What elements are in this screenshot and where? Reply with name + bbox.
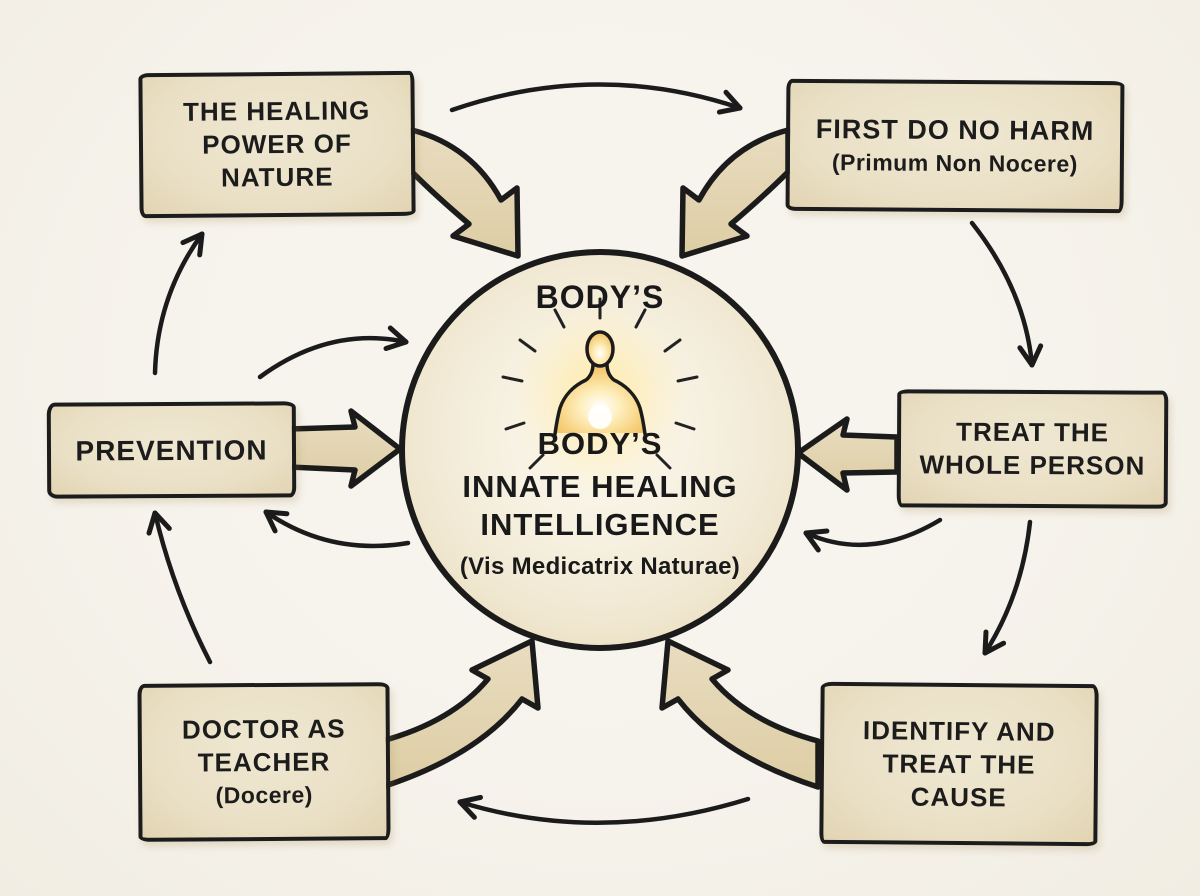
block-arrow-healing-power-to-center <box>409 127 521 259</box>
block-arrow-identify-cause-to-center <box>659 638 821 790</box>
flow-arrow-right-lower-head <box>982 640 1007 656</box>
flow-arrow-inner-left-top-head <box>387 325 409 345</box>
flow-arrow-bottom-head <box>457 794 483 805</box>
flow-arrow-top-head <box>723 89 743 111</box>
flow-arrow-right-upper-head <box>1017 345 1035 368</box>
box-label-line: WHOLE PERSON <box>919 449 1146 481</box>
box-label-line: DOCTOR AS <box>181 713 346 745</box>
block-arrow-doctor-as-teacher-to-center <box>379 638 541 790</box>
flow-arrow-left-lower-head <box>146 510 158 536</box>
flow-arrow-inner-left-top-head <box>383 339 409 351</box>
box-label-line: TREAT THE <box>956 416 1110 448</box>
flow-arrow-left-upper-head <box>197 231 205 258</box>
flow-arrow-right-upper-head <box>1029 343 1044 368</box>
flow-arrow-right-upper <box>969 220 1035 368</box>
center-label-innate-healing: INNATE HEALING <box>462 469 738 504</box>
flow-arrow-left-lower <box>152 510 213 665</box>
principle-box-treat-whole-person: TREAT THE WHOLE PERSON <box>896 389 1169 509</box>
block-arrow-prevention-to-center <box>286 408 403 489</box>
box-label-line: NATURE <box>220 161 334 193</box>
flow-arrow-right-lower <box>982 519 1033 656</box>
flow-arrow-bottom-head <box>457 799 477 820</box>
flow-arrows <box>146 82 1044 825</box>
box-label-line: POWER OF <box>202 128 352 160</box>
center-label-latin: (Vis Medicatrix Naturae) <box>459 553 741 580</box>
flow-arrow-top <box>449 82 743 113</box>
flow-arrow-inner-right-head <box>803 528 830 536</box>
box-label-line: IDENTIFY AND <box>862 714 1056 747</box>
flow-arrow-top-head <box>716 105 743 115</box>
box-label-line: PREVENTION <box>75 433 268 467</box>
flow-arrow-bottom <box>457 796 751 825</box>
block-arrows <box>286 127 900 790</box>
flow-arrow-left-upper <box>152 231 205 376</box>
center-label-intelligence: INTELLIGENCE <box>480 507 720 542</box>
box-label-line: TREAT THE <box>882 747 1036 780</box>
flow-arrow-inner-right-head <box>803 530 821 553</box>
glow-rays <box>501 297 699 470</box>
center-label-bodys: BODY’S <box>537 426 663 461</box>
box-label-line: THE HEALING <box>182 95 371 127</box>
box-label-latin: (Primum Non Nocere) <box>831 148 1078 177</box>
box-label-line: CAUSE <box>910 781 1007 812</box>
flow-arrow-inner-left-bottom-head <box>263 509 290 517</box>
principle-box-first-do-no-harm: FIRST DO NO HARM (Primum Non Nocere) <box>785 78 1125 214</box>
principle-box-prevention: PREVENTION <box>46 401 297 499</box>
flow-arrow-inner-left-bottom-head <box>263 509 278 534</box>
block-arrow-first-do-no-harm-to-center <box>679 127 791 259</box>
flow-arrow-left-lower-head <box>152 510 172 531</box>
flow-arrow-left-upper-head <box>180 231 205 246</box>
flow-arrow-inner-right <box>803 517 943 548</box>
flow-arrow-right-lower-head <box>982 629 989 656</box>
box-label-line: TEACHER <box>197 746 331 778</box>
flow-arrow-inner-left-top <box>257 335 409 380</box>
box-label-latin: (Docere) <box>215 781 313 809</box>
flow-arrow-inner-left-bottom <box>263 509 411 549</box>
glowing-person-icon <box>501 297 699 496</box>
principle-box-identify-treat-cause: IDENTIFY AND TREAT THE CAUSE <box>819 681 1099 847</box>
box-label-line: FIRST DO NO HARM <box>815 113 1095 146</box>
center-label-bodys-top: BODY’S <box>535 279 665 315</box>
principle-box-doctor-as-teacher: DOCTOR AS TEACHER (Docere) <box>137 682 391 842</box>
principle-box-healing-power: THE HEALING POWER OF NATURE <box>138 70 416 219</box>
block-arrow-treat-whole-person-to-center <box>795 416 900 493</box>
